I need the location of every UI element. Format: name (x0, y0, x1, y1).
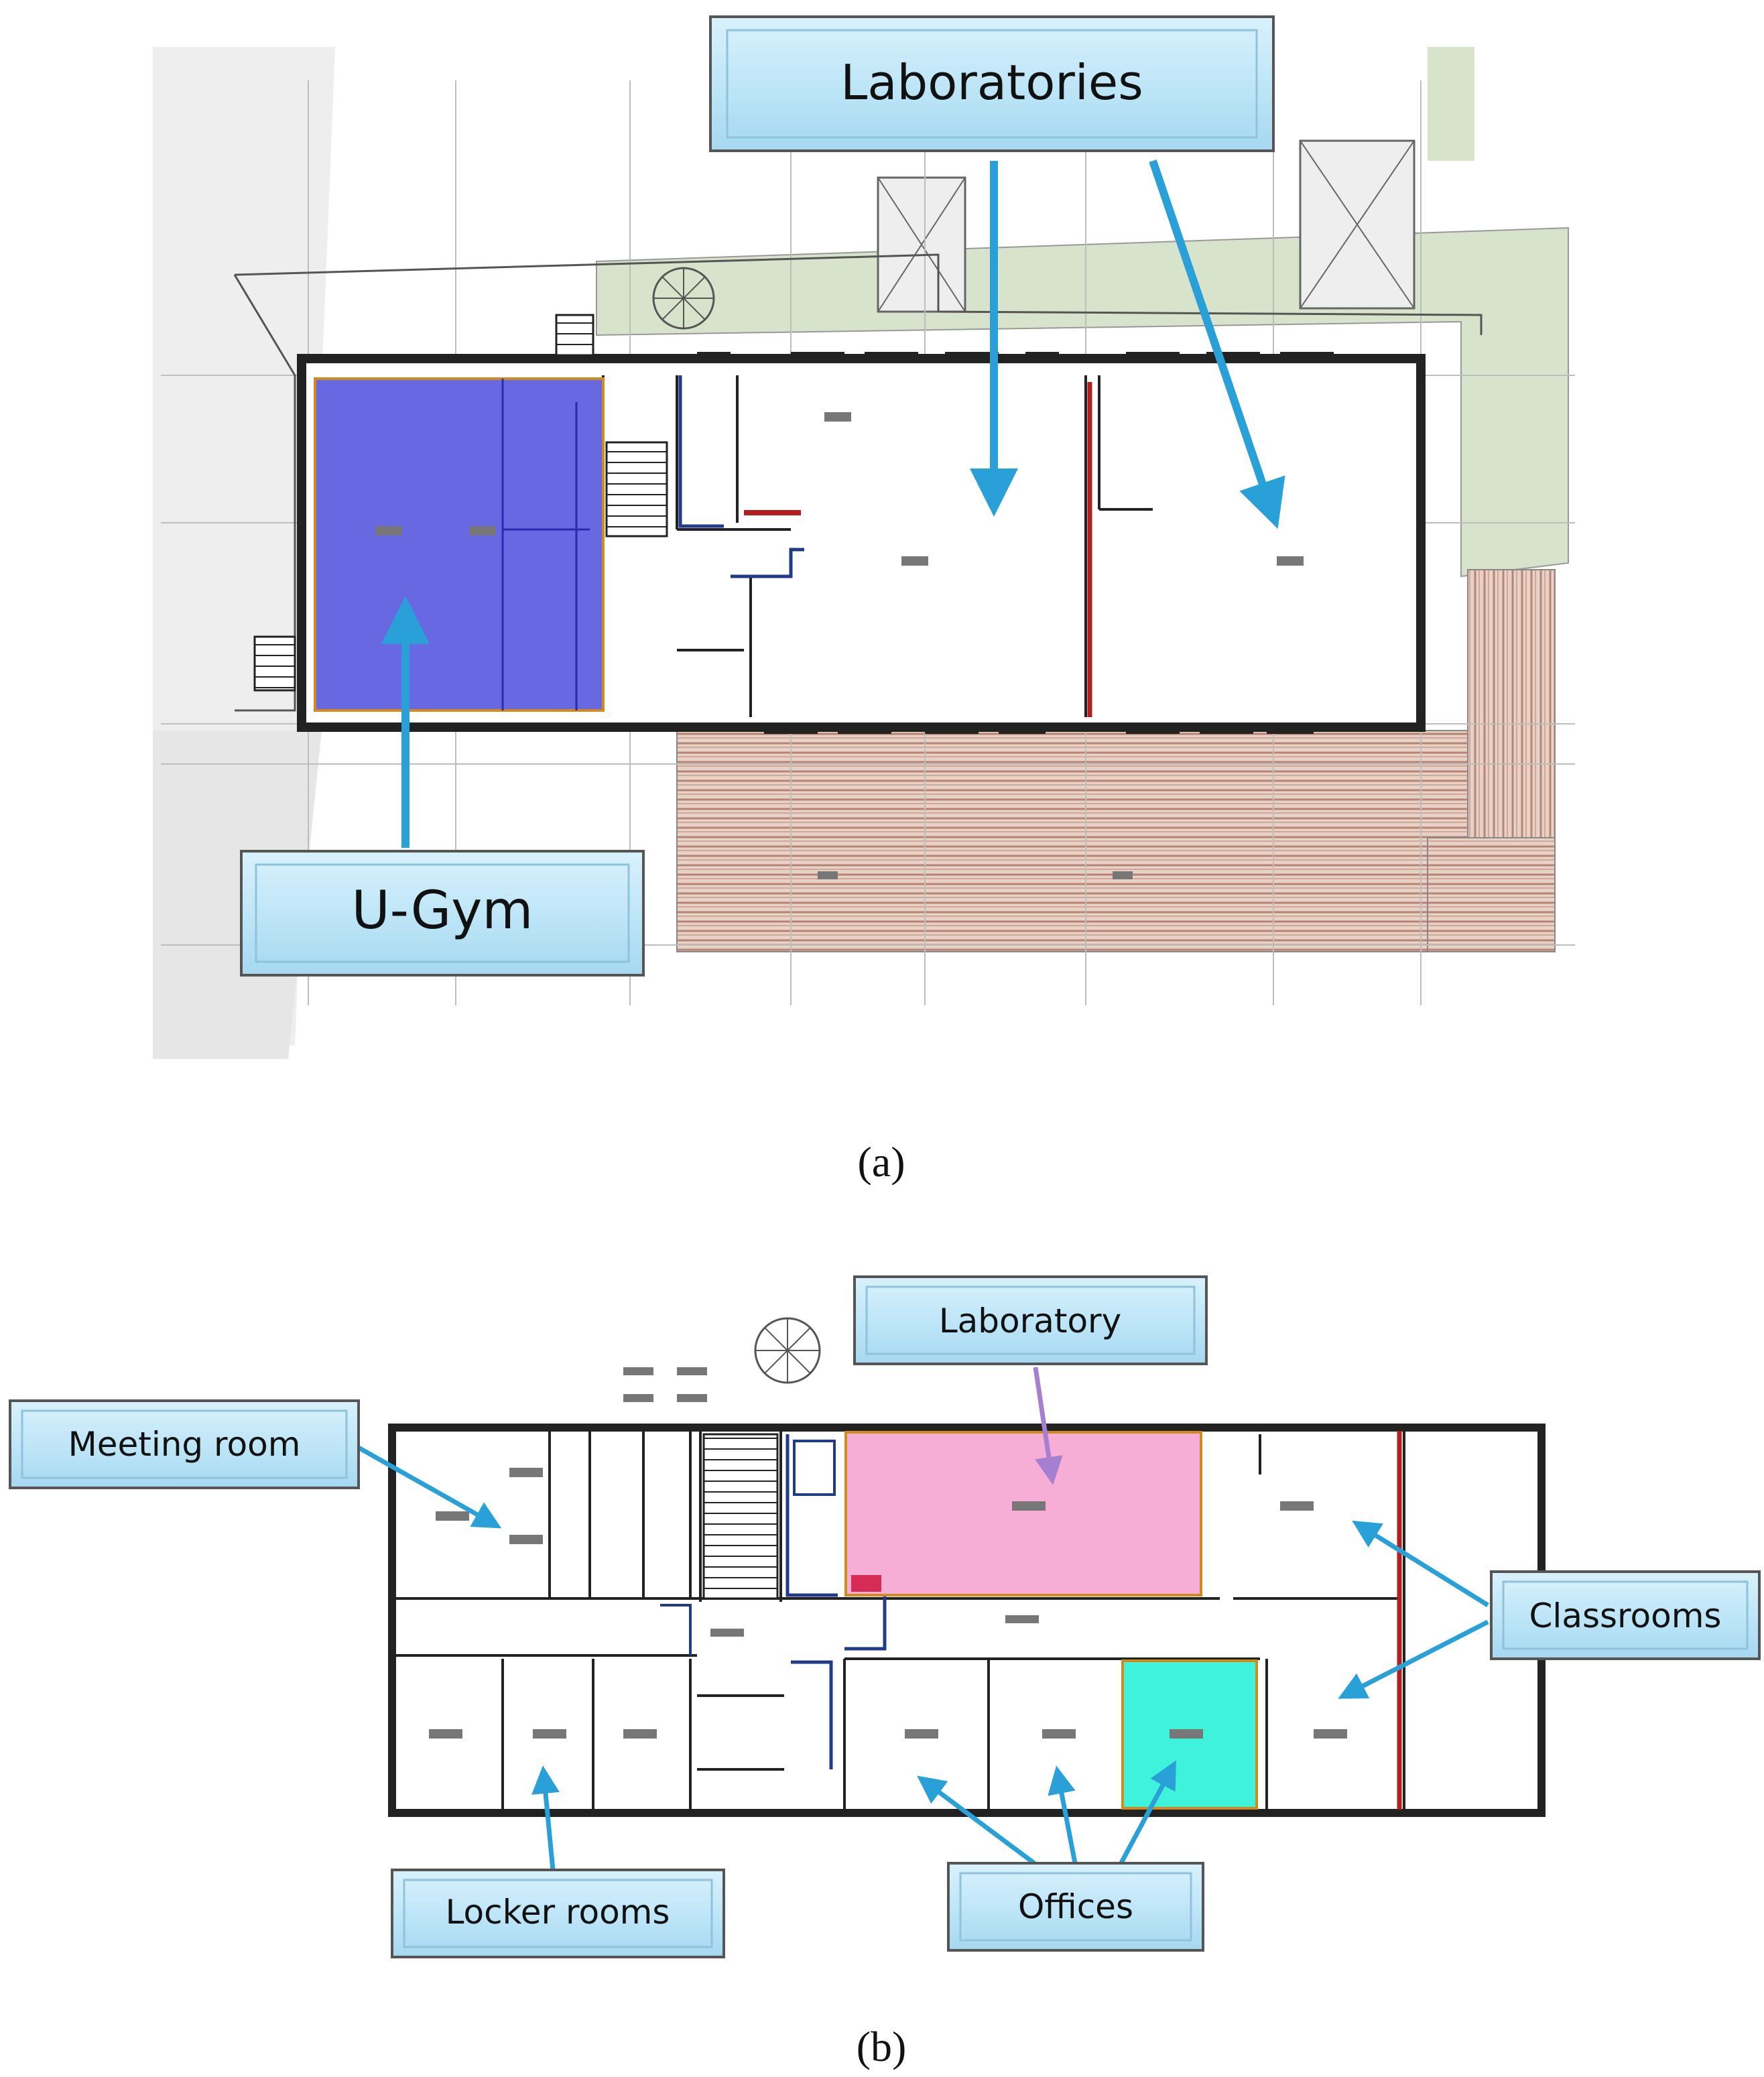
offices-arrow-right (1117, 1760, 1176, 1868)
laboratories-callout-arrows (970, 160, 1285, 529)
locker-rooms-callout: Locker rooms (391, 1869, 725, 1958)
laboratory-arrow (1033, 1367, 1063, 1485)
u-gym-callout: U-Gym (240, 850, 645, 977)
panel-b-floor-plan (388, 1317, 1546, 1817)
laboratory-callout: Laboratory (853, 1275, 1208, 1365)
classrooms-arrow-upper (1352, 1520, 1489, 1607)
offices-arrow-middle (1048, 1765, 1078, 1867)
classrooms-label: Classrooms (1529, 1596, 1722, 1635)
laboratories-label: Laboratories (840, 54, 1143, 111)
laboratory-label: Laboratory (939, 1302, 1121, 1340)
u-gym-label: U-Gym (352, 881, 533, 941)
classrooms-callout: Classrooms (1490, 1570, 1761, 1660)
laboratory-area (844, 1431, 1202, 1596)
caption-b: (b) (857, 2023, 907, 2070)
laboratories-callout: Laboratories (709, 15, 1275, 152)
classrooms-arrow-lower (1338, 1619, 1489, 1699)
meeting-room-callout: Meeting room (9, 1399, 360, 1489)
offices-arrow-left (917, 1775, 1041, 1869)
locker-rooms-arrow (531, 1765, 560, 1871)
caption-a: (a) (857, 1138, 905, 1186)
meeting-room-arrow (357, 1445, 502, 1529)
offices-callout: Offices (947, 1862, 1204, 1952)
u-gym-area (314, 377, 605, 712)
terrace-hatch (676, 730, 1556, 952)
locker-rooms-label: Locker rooms (446, 1893, 670, 1932)
meeting-room-label: Meeting room (68, 1425, 301, 1464)
offices-label: Offices (1018, 1887, 1133, 1926)
